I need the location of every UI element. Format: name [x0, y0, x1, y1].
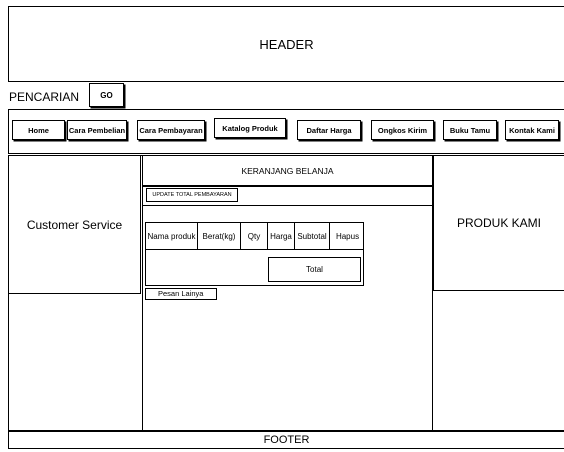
- nav-item-cara-pembelian[interactable]: Cara Pembelian: [67, 120, 127, 140]
- footer: FOOTER: [8, 431, 564, 449]
- nav-item-cara-pembayaran[interactable]: Cara Pembayaran: [137, 120, 205, 140]
- search-label: PENCARIAN: [9, 90, 80, 104]
- header: HEADER: [8, 6, 564, 82]
- footer-title: FOOTER: [263, 434, 310, 446]
- cart-col-berat: Berat(kg): [198, 223, 241, 249]
- nav-item-kontak-kami[interactable]: Kontak Kami: [505, 120, 559, 140]
- update-total-button[interactable]: UPDATE TOTAL PEMBAYARAN: [146, 188, 238, 202]
- search-go-button[interactable]: GO: [89, 83, 124, 107]
- nav-item-home[interactable]: Home: [12, 120, 65, 140]
- cart-col-nama-produk: Nama produk: [146, 223, 198, 249]
- cart-col-harga: Harga: [268, 223, 295, 249]
- produk-kami-title: PRODUK KAMI: [456, 216, 541, 230]
- nav-item-katalog-produk[interactable]: Katalog Produk: [214, 118, 286, 138]
- nav-item-daftar-harga[interactable]: Daftar Harga: [297, 120, 361, 140]
- header-title: HEADER: [259, 36, 314, 52]
- nav-item-buku-tamu[interactable]: Buku Tamu: [443, 120, 497, 140]
- cart-title: KERANJANG BELANJA: [142, 155, 433, 186]
- cart-col-hapus: Hapus: [335, 231, 360, 241]
- cart-total: Total: [268, 257, 361, 282]
- produk-kami-panel: PRODUK KAMI: [433, 155, 564, 291]
- nav-item-ongkos-kirim[interactable]: Ongkos Kirim: [371, 120, 434, 140]
- customer-service-title: Customer Service: [26, 217, 123, 232]
- pesan-lainya-field[interactable]: Pesan Lainya: [145, 288, 217, 300]
- customer-service-panel: Customer Service: [8, 155, 141, 294]
- cart-col-qty: Qty: [241, 223, 268, 249]
- cart-header-divider: [146, 249, 363, 250]
- cart-col-subtotal: Subtotal: [295, 223, 330, 249]
